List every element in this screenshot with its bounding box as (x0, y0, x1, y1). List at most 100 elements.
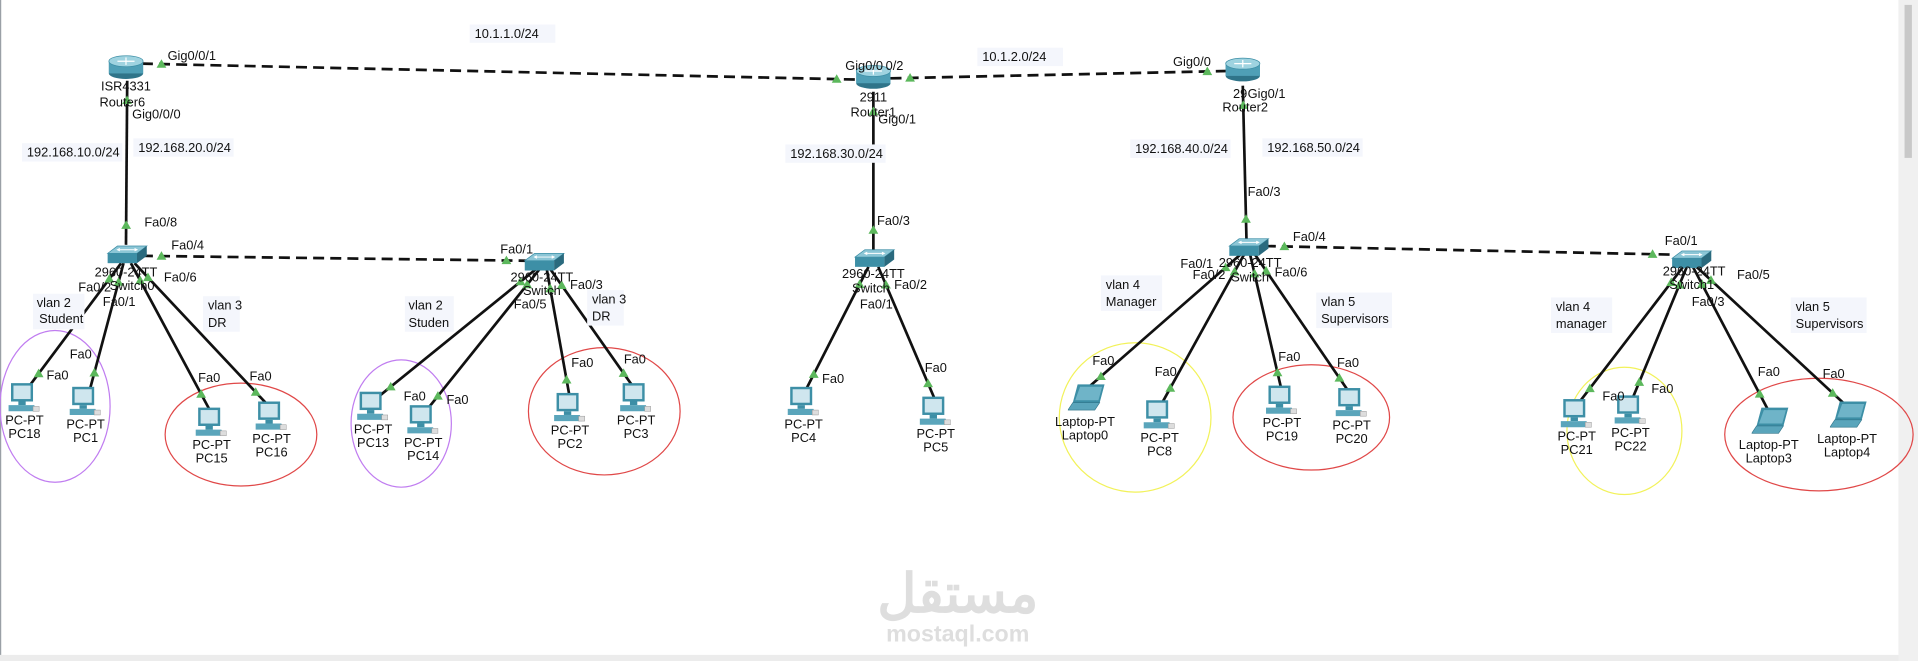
vlan-note: vlan 5 (1321, 294, 1355, 309)
link-router6-switch0[interactable] (124, 80, 129, 245)
link-pc8[interactable] (1159, 253, 1246, 406)
port-status-up-marker (1647, 249, 1658, 258)
port-label: Fa0 (250, 369, 272, 384)
horizontal-scrollbar[interactable] (0, 654, 1918, 661)
port-label: Gig0/1 (878, 112, 916, 127)
network-label: 192.168.50.0/24 (1267, 140, 1360, 155)
pc-icon (553, 392, 585, 422)
port-label: Gig0/1 (1248, 86, 1286, 101)
link-switch-switch1[interactable] (1264, 244, 1673, 256)
device-model: 2911 (860, 90, 888, 105)
watermark-logo: مستقل mostaql.com (877, 564, 1038, 646)
link-pc14[interactable] (424, 268, 541, 413)
device-model: 2960-24TT (1663, 263, 1726, 278)
link-pc22[interactable] (1630, 266, 1689, 401)
port-label: Fa0/2 (894, 277, 927, 292)
port-status-up-marker (1634, 377, 1645, 386)
device-name: Router6 (100, 94, 146, 109)
link-router6-router1[interactable] (141, 62, 857, 81)
port-status-up-marker (905, 73, 915, 82)
link-switch0-switch[interactable] (141, 254, 526, 263)
device-model: PC-PT (1263, 415, 1302, 430)
link-pc21[interactable] (1576, 266, 1685, 405)
device-model: PC-PT (1140, 430, 1179, 445)
port-label: Fa0 (571, 355, 593, 370)
link-pc13[interactable] (374, 268, 537, 401)
network-label: 192.168.40.0/24 (1135, 141, 1228, 156)
link-pc20[interactable] (1253, 253, 1352, 395)
port-status-up-marker (122, 95, 132, 105)
port-status-up-marker (522, 279, 533, 289)
link-laptop0[interactable] (1085, 253, 1242, 391)
link-pc19[interactable] (1248, 254, 1284, 393)
link-laptop3[interactable] (1691, 266, 1770, 412)
port-label: Fa0 (925, 360, 947, 375)
link-router2-switch[interactable] (1241, 85, 1248, 239)
link-pc5[interactable] (877, 266, 937, 403)
device-model: PC-PT (192, 437, 231, 452)
device-model: 2960-24TT (1219, 255, 1282, 270)
link-laptop4[interactable] (1695, 265, 1848, 408)
switch-icon (1228, 238, 1270, 257)
device-name: Switch0 (110, 278, 155, 293)
port-status-up-marker (923, 378, 933, 388)
port-status-up-marker (1706, 275, 1716, 284)
port-status-up-marker (1666, 277, 1677, 287)
port-label: Fa0/4 (171, 238, 204, 253)
port-status-up-marker (881, 279, 891, 289)
port-status-up-marker (1334, 373, 1345, 382)
port-label: Fa0 (1155, 364, 1177, 379)
vertical-scrollbar-thumb[interactable] (1904, 4, 1912, 158)
device-name: PC22 (1615, 438, 1647, 453)
pc-icon (255, 401, 287, 430)
device-name: Switch (1231, 270, 1269, 285)
router-icon (1225, 57, 1261, 83)
port-label: Fa0/1 (860, 296, 893, 311)
link-router1-router2[interactable] (890, 69, 1227, 80)
device-name: PC2 (558, 436, 583, 451)
device-name: Switch (852, 281, 890, 296)
port-status-up-marker (1165, 383, 1176, 392)
link-pc3[interactable] (549, 268, 636, 391)
port-label: Fa0/6 (1275, 265, 1308, 280)
port-status-up-marker (104, 273, 115, 283)
port-status-up-marker (89, 367, 100, 377)
vlan-note: vlan 5 (1796, 299, 1830, 314)
svg-text:مستقل: مستقل (877, 564, 1038, 624)
device-name: PC20 (1336, 431, 1368, 446)
port-status-up-marker (515, 276, 526, 286)
link-pc15[interactable] (129, 262, 212, 412)
vertical-scrollbar[interactable] (1898, 0, 1918, 661)
device-model: 29 (1233, 86, 1247, 101)
vlan-note: Manager (1106, 294, 1157, 309)
link-pc16[interactable] (133, 262, 271, 408)
switch-icon (107, 245, 148, 264)
